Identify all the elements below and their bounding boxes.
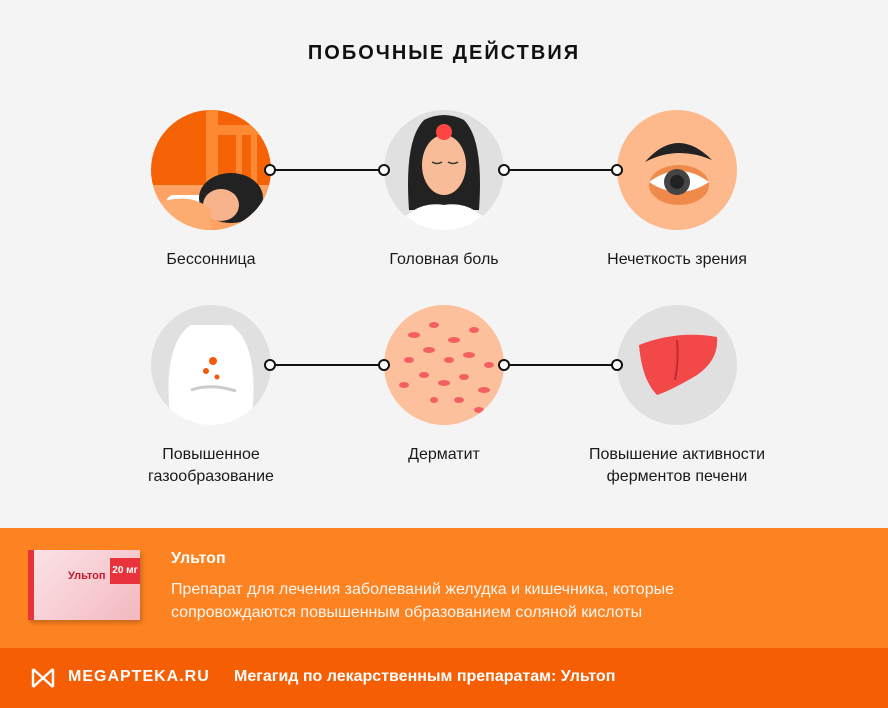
eye-icon [617,110,737,230]
drug-package-image: Ультоп 20 мг [28,550,140,620]
effect-label: Нечеткость зрения [607,251,747,268]
connector-dot [498,164,510,176]
connector-dot [264,359,276,371]
effect-label: Повышенное газообразование [148,446,274,485]
bloating-icon [151,305,271,425]
headache-woman-icon [384,110,504,230]
connector [270,169,384,171]
connector [503,169,617,171]
drug-name: Ультоп [171,550,226,567]
brand-name[interactable]: MEGAPTEKA.RU [68,668,210,685]
package-dose: 20 мг [110,558,140,584]
effect-label: Головная боль [389,251,499,268]
package-name: Ультоп [68,570,106,582]
connector-dot [498,359,510,371]
connector-dot [378,164,390,176]
effect-label: Бессонница [166,251,256,268]
connector [503,364,617,366]
connector-dot [611,359,623,371]
sleeping-woman-icon [151,110,271,230]
drug-info-panel: Ультоп 20 мг Ультоп Препарат для лечения… [0,528,888,648]
connector-dot [378,359,390,371]
effect-label: Повышение активности ферментов печени [588,446,766,485]
connector [270,364,384,366]
footer: MEGAPTEKA.RU Мегагид по лекарственным пр… [0,648,888,708]
footer-text: Мегагид по лекарственным препаратам: Уль… [234,668,616,685]
megapteka-logo-icon [31,668,55,688]
liver-icon [617,305,737,425]
effect-label: Дерматит [408,446,480,463]
page-title: ПОБОЧНЫЕ ДЕЙСТВИЯ [307,42,581,64]
drug-description: Препарат для лечения заболеваний желудка… [171,581,674,621]
connector-dot [611,164,623,176]
connector-dot [264,164,276,176]
rash-skin-icon [384,305,504,425]
